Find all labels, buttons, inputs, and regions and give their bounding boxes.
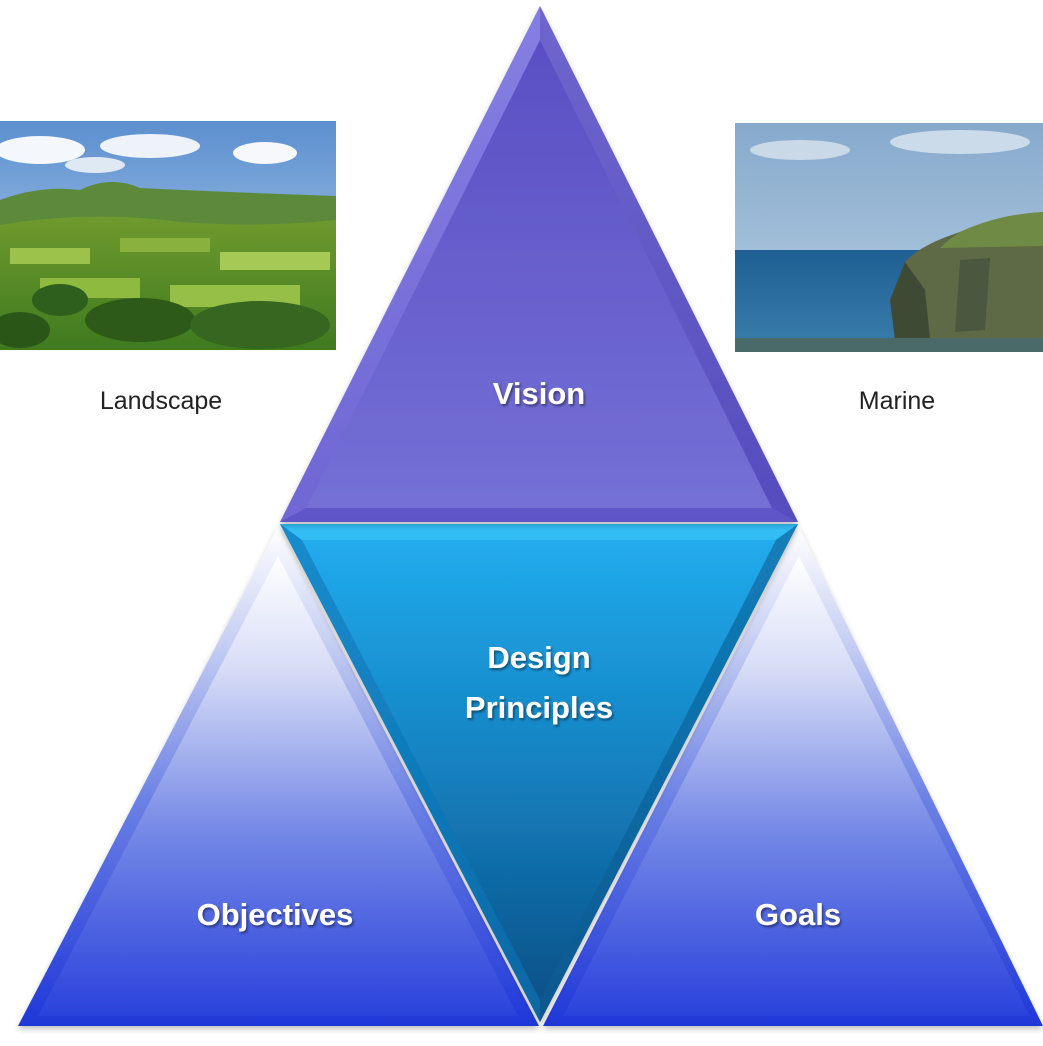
objectives-triangle: [18, 527, 539, 1026]
goals-label: Goals: [755, 897, 841, 932]
landscape-caption: Landscape: [100, 387, 222, 415]
landscape-image: [0, 121, 336, 350]
vision-triangle: [280, 6, 798, 522]
design-label-line2: Principles: [465, 690, 613, 725]
objectives-label: Objectives: [197, 897, 354, 932]
design-principles-triangle: [280, 524, 798, 1022]
marine-image: [735, 123, 1043, 352]
marine-caption: Marine: [859, 387, 935, 415]
vision-label: Vision: [493, 376, 585, 411]
goals-triangle: [543, 527, 1043, 1026]
design-label-line1: Design: [487, 640, 590, 675]
